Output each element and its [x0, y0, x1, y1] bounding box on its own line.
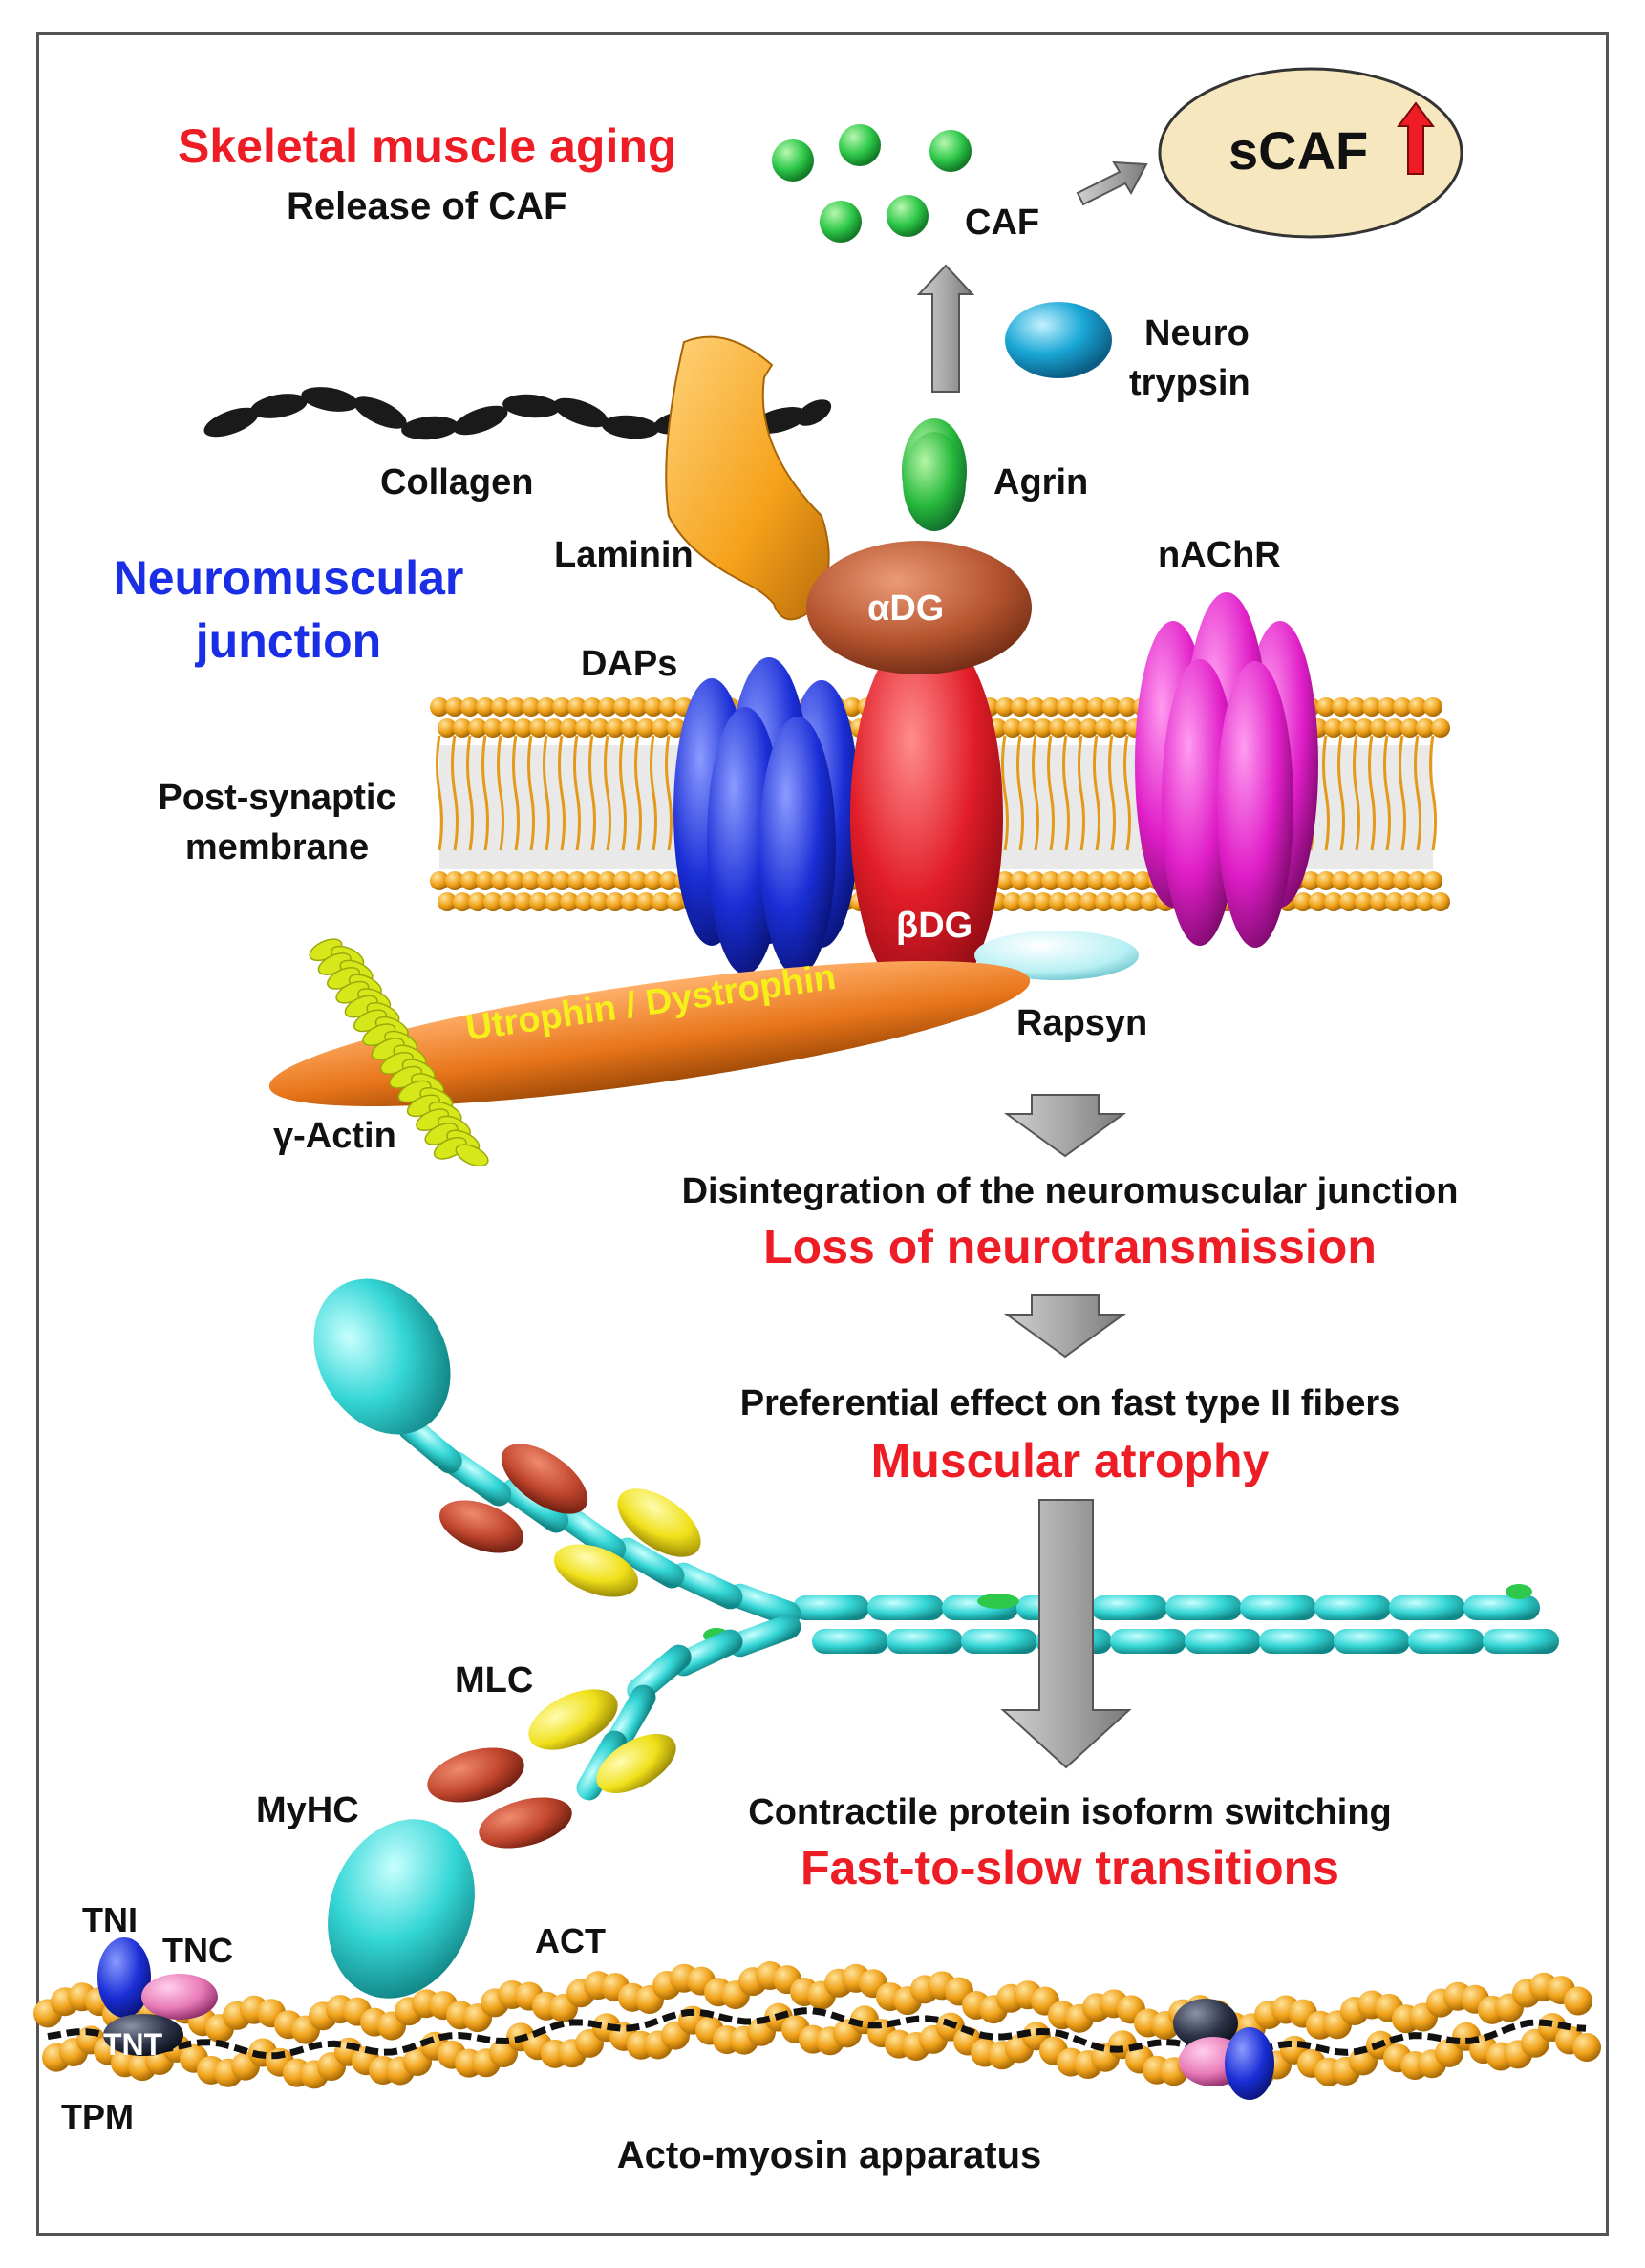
actomyosin-title: Acto-myosin apparatus	[616, 2134, 1042, 2176]
step-arrow-2	[1003, 1294, 1127, 1359]
rapsyn-label: Rapsyn	[1016, 1003, 1148, 1043]
nmj-label-line2: junction	[195, 614, 382, 668]
laminin-shape	[665, 335, 830, 621]
rapsyn-blob	[974, 931, 1139, 980]
membrane-label-line2: membrane	[184, 827, 370, 867]
step-1-effect: Loss of neurotransmission	[763, 1220, 1377, 1273]
daps-label: DAPs	[581, 644, 678, 684]
beta-dg-label: βDG	[896, 906, 973, 946]
figure-border	[36, 32, 1609, 2236]
nachr-label: nAChR	[1158, 535, 1281, 575]
step-arrow-3	[1000, 1499, 1132, 1769]
release-arrow	[916, 264, 975, 393]
neurotrypsin-label-line1: Neuro	[1144, 313, 1250, 353]
nachr-cluster	[1135, 592, 1318, 948]
dystrophin-rod	[268, 960, 1031, 1107]
step-3-effect: Fast-to-slow transitions	[801, 1841, 1339, 1894]
alpha-dg-blob	[806, 541, 1032, 674]
alpha-dg-label: αDG	[867, 588, 945, 629]
nmj-label-line1: Neuromuscular	[113, 551, 464, 605]
caf-fragments	[772, 124, 972, 243]
scaf-ellipse	[1158, 67, 1463, 239]
caf-label: CAF	[965, 203, 1040, 243]
step-3-description: Contractile protein isoform switching	[748, 1792, 1392, 1832]
tni-label: TNI	[82, 1900, 138, 1939]
agrin-label: Agrin	[993, 462, 1089, 503]
act-label: ACT	[535, 1921, 606, 1960]
tnt-label: TNT	[103, 2027, 163, 2062]
actin-thin-filament	[33, 1937, 1601, 2100]
step-2-effect: Muscular atrophy	[870, 1434, 1270, 1487]
agrin-front	[903, 432, 966, 531]
myhc-label: MyHC	[256, 1790, 359, 1830]
beta-dg-blob	[850, 626, 1003, 1008]
myosin-thick-filament	[313, 1278, 1559, 1999]
mlc-label: MLC	[455, 1660, 534, 1701]
collagen-label: Collagen	[380, 462, 534, 503]
up-arrow-icon	[1397, 101, 1435, 175]
step-arrow-1	[1003, 1094, 1127, 1158]
tnc-label: TNC	[162, 1931, 233, 1970]
gamma-actin-label: γ-Actin	[273, 1116, 396, 1156]
header-subtitle: Release of CAF	[287, 185, 567, 227]
membrane-label-line1: Post-synaptic	[158, 778, 396, 818]
gamma-actin-helix	[309, 938, 489, 1167]
step-1-description: Disintegration of the neuromuscular junc…	[681, 1171, 1459, 1211]
step-2-description: Preferential effect on fast type II fibe…	[739, 1383, 1400, 1423]
scaf-label: sCAF	[1228, 120, 1369, 181]
tpm-label: TPM	[61, 2097, 134, 2136]
header-title: Skeletal muscle aging	[178, 119, 677, 173]
neurotrypsin-label-line2: trypsin	[1129, 363, 1250, 403]
laminin-label: Laminin	[554, 535, 694, 575]
caf-to-scaf-arrow	[1076, 160, 1148, 206]
daps-cluster	[673, 657, 860, 976]
neurotrypsin-blob	[1005, 302, 1112, 378]
